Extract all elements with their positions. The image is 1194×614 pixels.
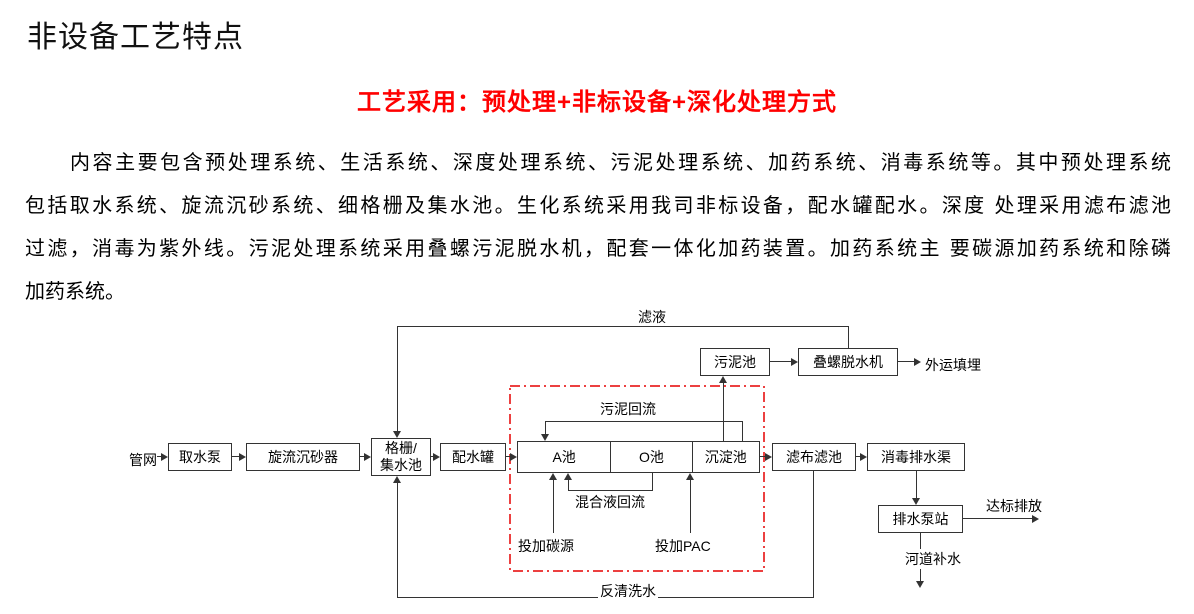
node-intake-pump: 取水泵	[168, 443, 232, 471]
flow-line-filtrate	[397, 326, 848, 327]
arrow-head-pac-dosing	[686, 473, 694, 480]
arrow-head-carbon-dosing	[549, 473, 557, 480]
flow-line-main	[232, 456, 240, 457]
arrow-head-main	[161, 453, 168, 461]
arrow-head-main	[510, 453, 517, 461]
flow-line-discharge	[963, 518, 1033, 519]
flow-line-sludge	[770, 361, 792, 362]
flow-line-to-pump-station	[916, 471, 917, 499]
node-grid-sump-line1: 格栅/	[385, 440, 417, 456]
node-distribution-tank: 配水罐	[440, 443, 506, 471]
flow-line-main	[360, 456, 365, 457]
flow-line-to-sludge-pool	[723, 382, 724, 441]
paragraph-line: 内容主要包含预处理系统、生活系统、深度处理系统、污泥处理系统、加药系统、消毒系统…	[25, 152, 1171, 174]
node-grid-sump: 格栅/ 集水池	[371, 438, 431, 476]
label-backwash: 反清洗水	[598, 581, 658, 601]
flow-line-carbon-dosing	[553, 480, 554, 533]
body-paragraph: 内容主要包含预处理系统、生活系统、深度处理系统、污泥处理系统、加药系统、消毒系统…	[25, 142, 1171, 314]
arrow-head-sludge-return	[541, 434, 549, 441]
arrow-head-backwash	[393, 476, 401, 483]
node-sludge-pool: 污泥池	[700, 348, 770, 376]
label-pipe-network: 管网	[129, 452, 157, 468]
label-filtrate: 滤液	[638, 309, 666, 325]
paragraph-line: 加药系统。	[25, 281, 125, 303]
biological-section-dashed-box	[509, 385, 765, 572]
node-sedimentation-pool: 沉淀池	[691, 442, 759, 472]
flow-line-mixed-return	[652, 473, 653, 490]
arrow-head-to-sludge-pool	[719, 376, 727, 383]
arrow-head-filtrate	[393, 431, 401, 438]
arrow-head-to-pump-station	[912, 498, 920, 505]
arrow-head-main	[433, 453, 440, 461]
label-pac-dosing: 投加PAC	[655, 538, 711, 554]
flow-line-sludge-return	[545, 421, 743, 422]
label-landfill: 外运填埋	[925, 357, 981, 373]
flow-line-filtrate	[397, 326, 398, 432]
flow-line-pac-dosing	[690, 480, 691, 533]
arrow-head-mixed-return	[564, 473, 572, 480]
flow-line-backwash	[813, 471, 814, 597]
flow-line-mixed-return	[568, 490, 653, 491]
flow-line-sludge-return	[545, 421, 546, 435]
flow-line-landfill	[898, 361, 915, 362]
node-pool-o: O池	[610, 442, 691, 472]
flow-line-main	[856, 456, 861, 457]
label-mixed-liquor-return: 混合液回流	[575, 494, 645, 510]
flow-line-filtrate	[848, 326, 849, 348]
flow-line-backwash	[397, 483, 398, 597]
arrow-head-main	[860, 453, 867, 461]
arrow-head-sludge	[791, 358, 798, 366]
node-pool-a: A池	[552, 449, 576, 465]
label-carbon-dosing: 投加碳源	[518, 538, 574, 554]
arrow-head-river	[916, 581, 924, 588]
node-disinfection-channel: 消毒排水渠	[867, 443, 965, 471]
node-cloth-filter: 滤布滤池	[772, 443, 856, 471]
flow-line-main	[760, 456, 766, 457]
node-drain-pump-station: 排水泵站	[878, 505, 963, 533]
arrow-head-main	[364, 453, 371, 461]
node-screw-dewaterer: 叠螺脱水机	[798, 348, 898, 376]
label-sludge-return: 污泥回流	[600, 401, 656, 417]
slide-subtitle: 工艺采用：预处理+非标设备+深化处理方式	[356, 89, 838, 116]
node-grid-sump-line2: 集水池	[380, 457, 422, 473]
label-river-replenish: 河道补水	[903, 549, 963, 569]
arrow-head-discharge	[1032, 515, 1039, 523]
flow-line-main	[157, 456, 162, 457]
arrow-head-landfill	[914, 358, 921, 366]
flow-line-sludge-return	[742, 421, 743, 441]
node-aoc-group: A池 O池 沉淀池	[517, 441, 760, 473]
flow-line-main	[506, 456, 511, 457]
paragraph-line: 过滤，消毒为紫外线。污泥处理系统采用叠螺污泥脱水机，配套一体化加药装置。加药系统…	[25, 238, 1171, 260]
arrow-head-main	[239, 453, 246, 461]
slide-title: 非设备工艺特点	[27, 21, 244, 54]
arrow-head-main	[765, 453, 772, 461]
flow-line-main	[431, 456, 434, 457]
paragraph-line: 包括取水系统、旋流沉砂系统、细格栅及集水池。生化系统采用我司非标设备，配水罐配水…	[25, 195, 1171, 217]
node-cyclone-grit-chamber: 旋流沉砂器	[246, 443, 360, 471]
flow-line-mixed-return	[568, 480, 569, 490]
label-discharge: 达标排放	[986, 498, 1042, 514]
